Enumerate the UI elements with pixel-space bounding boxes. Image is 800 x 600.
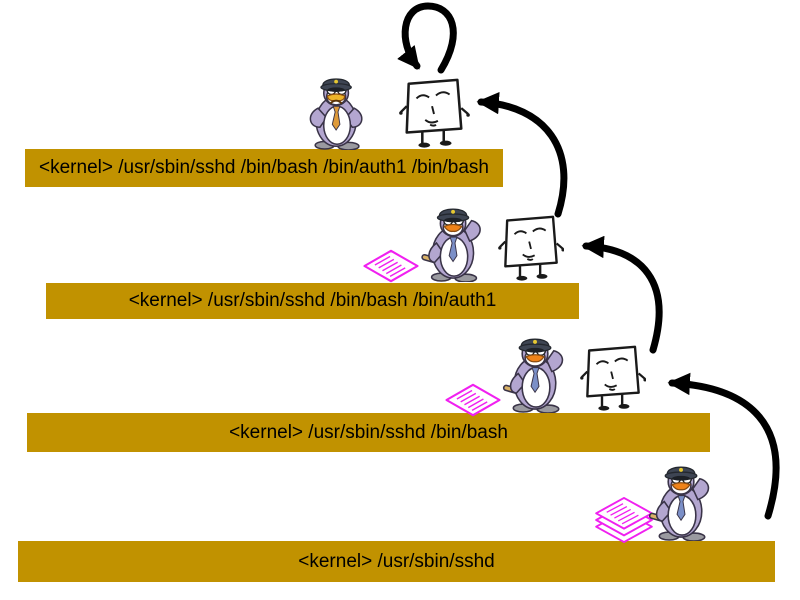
guard-penguin-salute-icon bbox=[648, 466, 710, 541]
stack-bar-level-1-label: <kernel> /usr/sbin/sshd /bin/bash /bin/a… bbox=[39, 157, 489, 178]
process-box-icon bbox=[399, 78, 470, 148]
guard-penguin-salute-icon bbox=[421, 208, 481, 282]
stack-bar-level-3: <kernel> /usr/sbin/sshd /bin/bash bbox=[27, 413, 710, 452]
process-box-icon bbox=[498, 215, 564, 281]
guard-penguin-salute-icon bbox=[502, 338, 564, 413]
process-box-icon bbox=[580, 345, 646, 411]
stack-bar-level-4: <kernel> /usr/sbin/sshd bbox=[18, 541, 775, 582]
spawn-arrow-level3-to-level2 bbox=[581, 235, 663, 354]
self-loop-arrow bbox=[397, 2, 457, 74]
stack-bar-level-3-label: <kernel> /usr/sbin/sshd /bin/bash bbox=[229, 421, 508, 443]
stack-bar-level-1: <kernel> /usr/sbin/sshd /bin/bash /bin/a… bbox=[25, 149, 503, 187]
document-icon bbox=[363, 249, 419, 283]
document-icon bbox=[445, 383, 501, 417]
guard-penguin-angry-icon bbox=[309, 78, 363, 150]
stack-bar-level-2-label: <kernel> /usr/sbin/sshd /bin/bash /bin/a… bbox=[128, 290, 497, 311]
stack-bar-level-4-label: <kernel> /usr/sbin/sshd bbox=[298, 550, 495, 572]
stack-bar-level-2: <kernel> /usr/sbin/sshd /bin/bash /bin/a… bbox=[46, 283, 579, 319]
document-stack-icon bbox=[595, 496, 653, 544]
